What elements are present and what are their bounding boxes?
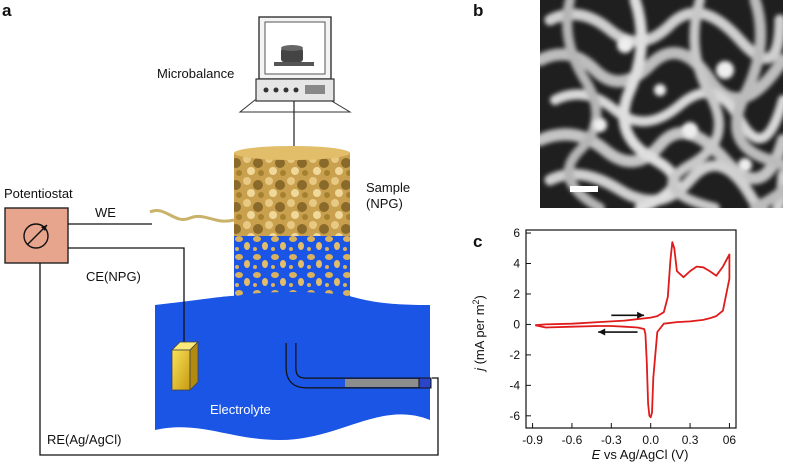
- sem-micrograph: [540, 0, 783, 208]
- sample-label-line1: Sample: [366, 180, 411, 195]
- y-tick-label: 6: [513, 226, 520, 240]
- scale-bar: [570, 186, 598, 192]
- y-tick-label: -6: [509, 409, 520, 423]
- microbalance-label: Microbalance: [157, 66, 235, 81]
- potentiostat-label: Potentiostat: [4, 186, 73, 201]
- ce-label: CE(NPG): [86, 269, 141, 284]
- x-tick-label: 0.3: [682, 433, 699, 447]
- y-tick-label: -4: [509, 378, 520, 392]
- plot-frame: [525, 229, 737, 429]
- y-axis-label: j (mA per m2): [471, 295, 487, 373]
- panel-label-a: a: [2, 1, 12, 20]
- npg-sample: [234, 146, 350, 304]
- scan-arrow-head: [598, 328, 606, 336]
- panel-label-b: b: [473, 1, 484, 20]
- scan-arrow-head: [637, 311, 645, 319]
- re-label: RE(Ag/AgCl): [47, 432, 122, 447]
- x-tick-label: -0.6: [562, 433, 583, 447]
- y-tick-label: -2: [509, 348, 520, 362]
- x-tick-label: 06: [723, 433, 737, 447]
- x-tick-label: -0.3: [601, 433, 622, 447]
- y-tick-label: 4: [513, 257, 520, 271]
- cv-chart: j (mA per m2) E vs Ag/AgCl (V) -0.9 -0.6 -…: [471, 226, 737, 462]
- y-tick-label: 2: [513, 287, 520, 301]
- panel-label-c: c: [473, 232, 483, 251]
- schematic-diagram: [4, 16, 439, 456]
- cv-curve: [535, 241, 731, 419]
- x-axis-label: E vs Ag/AgCl (V): [592, 447, 689, 462]
- electrolyte-label: Electrolyte: [210, 402, 271, 417]
- ce-electrode: [171, 341, 199, 391]
- y-tick-label: 0: [513, 317, 520, 331]
- sample-label-line2: (NPG): [366, 196, 403, 211]
- microbalance-icon: [238, 16, 352, 113]
- re-electrode: [285, 343, 432, 389]
- x-tick-label: -0.9: [522, 433, 543, 447]
- we-label: WE: [95, 205, 116, 220]
- ammeter-icon: [23, 223, 49, 249]
- x-tick-label: 0.0: [642, 433, 659, 447]
